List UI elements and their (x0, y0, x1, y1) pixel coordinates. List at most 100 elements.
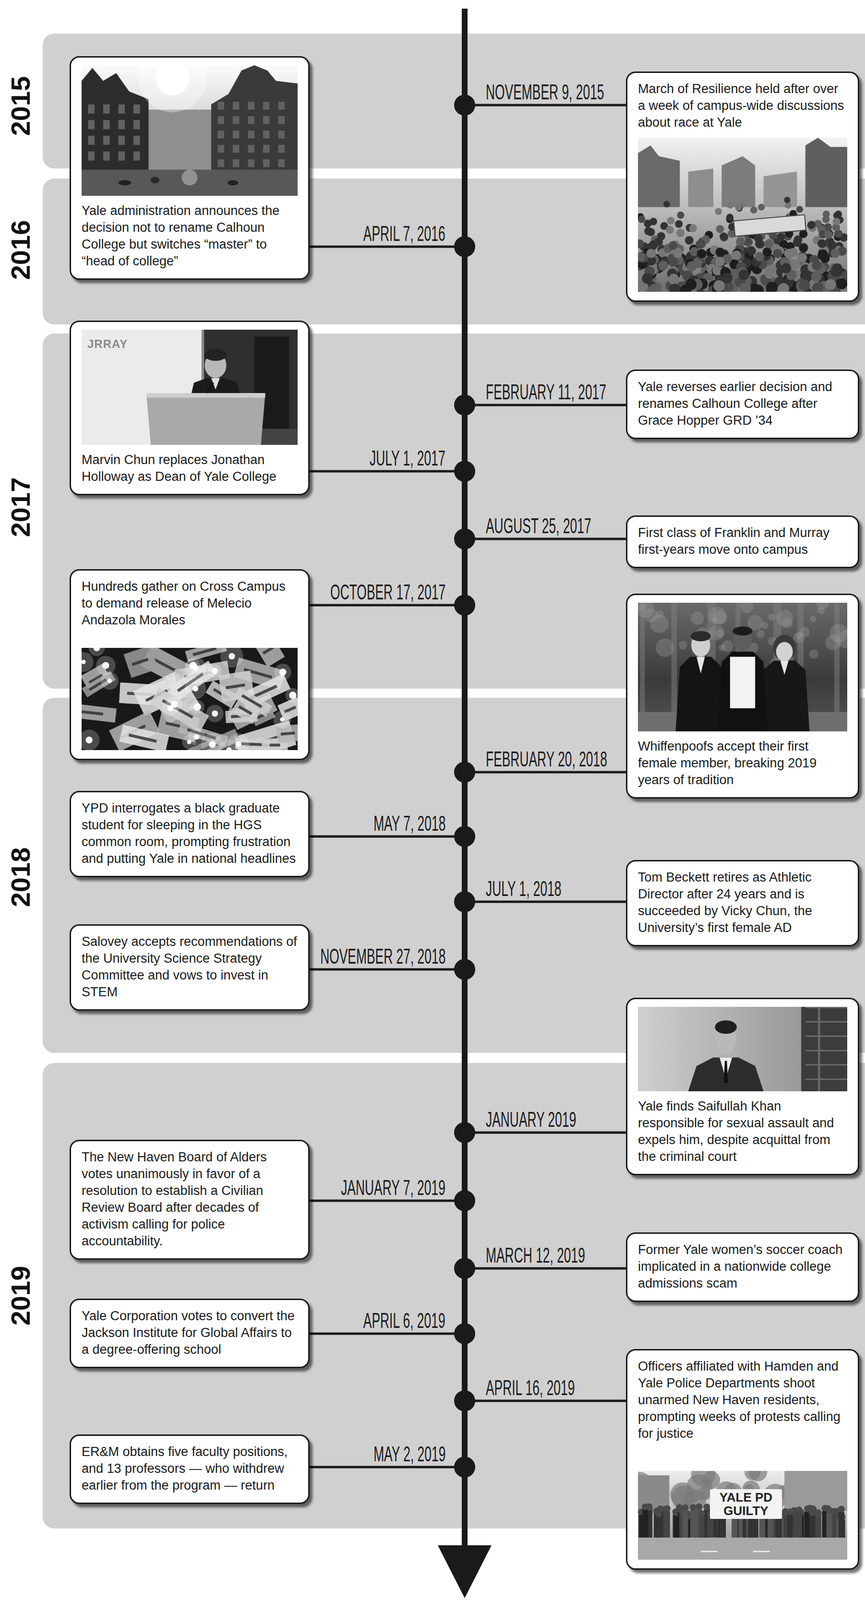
photo-text: YALE PD GUILTY (709, 1489, 782, 1520)
photo-detail (811, 271, 822, 282)
photo-detail (714, 1020, 737, 1034)
photo-detail (103, 151, 110, 161)
timeline-art-part (464, 901, 626, 904)
photo-detail (103, 120, 110, 130)
photo-detail (688, 224, 697, 233)
photo-detail (227, 180, 239, 186)
date-label: MAY 2, 2019 (373, 1443, 446, 1466)
photo-detail (703, 1503, 710, 1511)
event-text: Salovey accepts recommendations of the U… (81, 933, 298, 1001)
photo-detail (808, 649, 819, 660)
photo-detail (204, 349, 228, 361)
photo-detail (786, 1508, 793, 1516)
photo-detail (133, 151, 141, 161)
photo-detail (721, 156, 756, 208)
date-label: JANUARY 7, 2019 (340, 1177, 446, 1199)
photo-detail (663, 200, 671, 208)
photo-detail (146, 394, 266, 445)
photo-detail (707, 1516, 714, 1538)
photo-detail (206, 705, 224, 723)
photo-detail (822, 215, 830, 224)
photo-detail (764, 239, 774, 249)
photo-detail (133, 135, 141, 145)
photo-detail (689, 1504, 697, 1512)
photo-detail (834, 210, 842, 218)
photo-detail (637, 145, 680, 207)
timeline-art-part (42, 33, 865, 1529)
photo-detail (735, 204, 743, 211)
photo-detail (684, 236, 694, 245)
photo-detail (740, 602, 754, 613)
photo-detail (676, 228, 685, 238)
photo-detail (232, 130, 240, 139)
photo-detail (263, 101, 270, 110)
photo-detail (815, 1511, 822, 1518)
photo-detail (796, 205, 804, 213)
timeline-art-part (309, 1466, 465, 1469)
photo-detail (181, 169, 198, 186)
photo-detail (816, 606, 825, 615)
photo-detail (834, 602, 840, 713)
photo-detail (681, 1504, 689, 1512)
date-label: APRIL 16, 2019 (485, 1377, 575, 1399)
photo-detail (700, 1551, 718, 1553)
photo-detail (763, 171, 798, 208)
timeline-art-part (454, 1258, 476, 1280)
photo-detail (668, 240, 678, 251)
photo-detail (248, 101, 255, 110)
photo-detail (192, 664, 199, 671)
photo-detail (217, 116, 225, 124)
photo-detail (776, 642, 793, 662)
timeline-art-part (464, 771, 626, 774)
photo-detail (832, 263, 843, 274)
photo-detail (81, 169, 298, 196)
photo-detail (637, 1471, 848, 1561)
photo-detail (227, 733, 250, 751)
photo-detail (778, 283, 790, 292)
photo-detail (719, 232, 729, 241)
photo-detail (184, 657, 207, 679)
timeline-art-part (454, 94, 476, 116)
photo-detail (824, 279, 836, 291)
timeline-art-part (454, 1456, 476, 1478)
photo-detail (217, 144, 225, 153)
date-label: APRIL 6, 2019 (363, 1310, 446, 1332)
timeline-art-part (464, 1131, 626, 1135)
photo-detail (768, 613, 776, 621)
photo-detail (263, 116, 270, 124)
timeline-art-part (464, 1400, 626, 1403)
photo-detail (716, 225, 725, 234)
photo-detail (663, 1505, 671, 1513)
photo-detail (655, 1511, 663, 1518)
photo-detail (772, 248, 783, 259)
photo-detail (715, 629, 725, 639)
photo-detail (81, 702, 117, 723)
year-label: 2015 (7, 76, 35, 137)
photo-detail (668, 257, 679, 268)
event-box: March of Resilience held after over a we… (625, 71, 860, 302)
timeline-art-part (464, 1267, 626, 1271)
event-box: ER&M obtains five faculty positions, and… (69, 1434, 310, 1505)
photo-detail (648, 240, 659, 250)
photo-detail (658, 260, 669, 271)
photo-detail (732, 250, 742, 261)
photo-detail (698, 1510, 706, 1518)
photo-detail (796, 1513, 803, 1538)
photo-detail (690, 611, 705, 625)
photo-detail (248, 130, 255, 139)
photo-detail (649, 217, 658, 226)
photo-detail (103, 104, 110, 114)
photo-detail (188, 728, 205, 746)
photo-detail (786, 1514, 793, 1538)
photo-detail (637, 1475, 670, 1512)
photo-detail (790, 259, 801, 270)
photo-detail (211, 65, 298, 178)
photo-detail (637, 1007, 848, 1092)
timeline-art-part (454, 761, 476, 783)
photo-detail (827, 240, 837, 250)
photo-detail (688, 168, 714, 207)
photo-detail (88, 151, 96, 161)
photo-detail (757, 204, 765, 211)
photo (81, 65, 298, 196)
